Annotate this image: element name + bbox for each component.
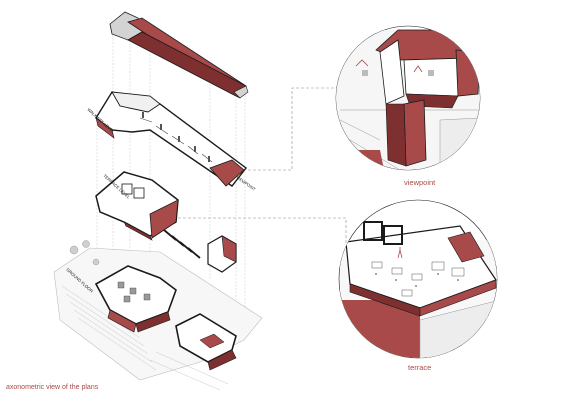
walkway-red-end (209, 159, 245, 187)
terrace-level (95, 171, 237, 273)
roof-side-face (127, 31, 247, 99)
viewpoint-label: viewpoint (404, 178, 436, 187)
diagram-caption: axonometric view of the plans (6, 384, 99, 391)
terrace-label: terrace (408, 363, 431, 372)
label-viewpoint-small: VIEWPOINT (235, 175, 257, 192)
viewpoint-column (403, 99, 427, 167)
callout-leaders (178, 87, 350, 244)
viewpoint-callout: viewpoint (335, 25, 481, 187)
ground-floor (53, 240, 263, 391)
roof-layer (109, 11, 249, 99)
walkway-level (95, 91, 247, 187)
terrace-callout: terrace (338, 199, 498, 372)
skylight-frames (363, 221, 403, 245)
